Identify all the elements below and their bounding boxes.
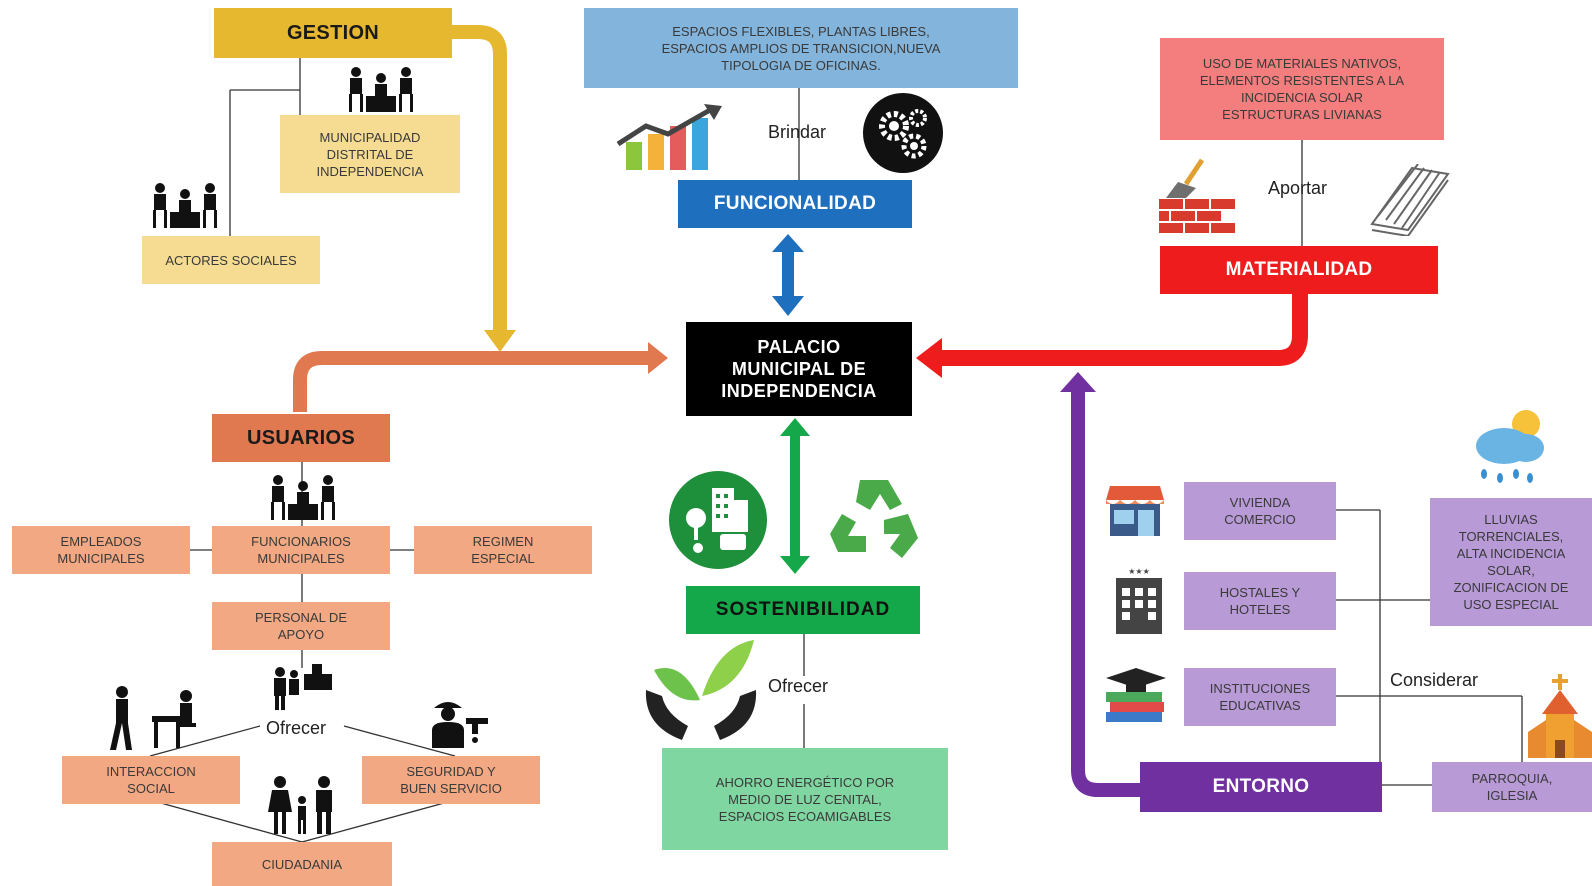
usuarios-title: USUARIOS (247, 426, 355, 449)
gestion-item-actores: ACTORES SOCIALES (142, 236, 320, 284)
worker-icon (432, 702, 488, 748)
usuarios-security: SEGURIDAD Y BUEN SERVICIO (362, 756, 540, 804)
materialidad-header: MATERIALIDAD (1160, 246, 1438, 294)
recycle-icon (830, 480, 918, 558)
plant-hands-icon (645, 640, 757, 740)
usuarios-main: FUNCIONARIOS MUNICIPALES (212, 526, 390, 574)
materialidad-verb: Aportar (1268, 178, 1328, 198)
usuarios-arrow (293, 351, 650, 412)
family-icon (268, 776, 332, 834)
sostenibilidad-title: SOSTENIBILIDAD (715, 599, 891, 620)
gestion-header: GESTION (214, 8, 452, 58)
store-icon (1106, 486, 1164, 536)
eco-city-icon (669, 471, 767, 569)
entorno-climate: LLUVIAS TORRENCIALES, ALTA INCIDENCIA SO… (1430, 498, 1592, 626)
gestion-item-municipalidad: MUNICIPALIDAD DISTRITAL DE INDEPENDENCIA (280, 115, 460, 193)
gestion-title: GESTION (286, 21, 380, 44)
usuarios-arrowhead (648, 342, 668, 374)
funcionalidad-detail: ESPACIOS FLEXIBLES, PLANTAS LIBRES, ESPA… (584, 8, 1018, 88)
entorno-header: ENTORNO (1140, 762, 1382, 812)
usuarios-interaction: INTERACCION SOCIAL (62, 756, 240, 804)
entorno-item-vivienda: VIVIENDA COMERCIO (1184, 482, 1336, 540)
usuarios-verb: Ofrecer (266, 718, 327, 738)
roof-sheets-icon (1370, 164, 1450, 236)
meeting-icon-3 (271, 475, 335, 520)
entorno-arrow (1071, 392, 1140, 797)
funcionalidad-header: FUNCIONALIDAD (678, 180, 912, 228)
center-node: PALACIO MUNICIPAL DE INDEPENDENCIA (686, 322, 912, 416)
center-title: PALACIO MUNICIPAL DE INDEPENDENCIA (721, 337, 877, 401)
gears-icon (863, 93, 943, 173)
materialidad-title: MATERIALIDAD (1225, 259, 1373, 280)
gestion-arrow (448, 25, 507, 335)
svg-text:★★★: ★★★ (1128, 567, 1150, 576)
office-worker-icon (110, 686, 196, 750)
sostenibilidad-detail: AHORRO ENERGÉTICO POR MEDIO DE LUZ CENIT… (662, 748, 948, 850)
entorno-title: ENTORNO (1212, 776, 1310, 797)
entorno-parish: PARROQUIA, IGLESIA (1432, 762, 1592, 812)
sostenibilidad-header: SOSTENIBILIDAD (686, 586, 920, 634)
sostenibilidad-verb: Ofrecer (768, 676, 829, 696)
meeting-icon (349, 67, 413, 112)
hotel-icon: ★★★ (1116, 567, 1162, 634)
materialidad-arrow (940, 290, 1308, 366)
usuarios-citizens: CIUDADANIA (212, 842, 392, 886)
materialidad-arrowhead (916, 338, 942, 378)
growth-chart-icon (616, 104, 722, 170)
entorno-item-hostales: HOSTALES Y HOTELES (1184, 572, 1336, 630)
church-icon (1528, 674, 1592, 758)
books-icon (1106, 668, 1166, 722)
funcionalidad-verb: Brindar (768, 122, 827, 142)
office-icon (274, 664, 332, 710)
materialidad-detail: USO DE MATERIALES NATIVOS, ELEMENTOS RES… (1160, 38, 1444, 140)
brick-wall-icon (1157, 158, 1237, 235)
entorno-item-instituciones: INSTITUCIONES EDUCATIVAS (1184, 668, 1336, 726)
funcionalidad-title: FUNCIONALIDAD (713, 193, 877, 214)
usuarios-right: REGIMEN ESPECIAL (414, 526, 592, 574)
usuarios-support: PERSONAL DE APOYO (212, 602, 390, 650)
entorno-verb: Considerar (1390, 670, 1479, 690)
rain-sun-icon (1476, 410, 1544, 483)
meeting-icon-2 (153, 183, 217, 228)
gestion-arrowhead (484, 330, 516, 352)
usuarios-header: USUARIOS (212, 414, 390, 462)
usuarios-left: EMPLEADOS MUNICIPALES (12, 526, 190, 574)
entorno-arrowhead (1060, 372, 1096, 392)
